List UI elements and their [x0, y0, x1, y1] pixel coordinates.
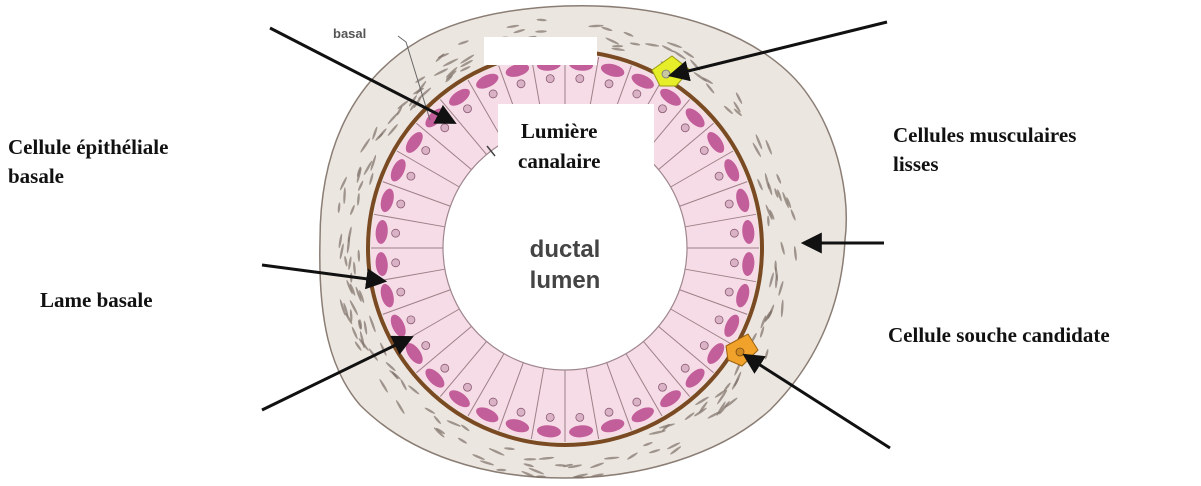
cell-nucleus	[407, 316, 415, 324]
label-epithelial-basal-line2: basale	[8, 162, 168, 191]
cell-nucleus	[397, 288, 405, 296]
muscle-cell-nucleus	[662, 70, 670, 78]
cell-nucleus	[441, 364, 449, 372]
cell-nucleus	[730, 229, 738, 237]
cell-nucleus	[715, 172, 723, 180]
cell-nucleus	[605, 80, 613, 88]
cell-nucleus	[659, 383, 667, 391]
cell-nucleus	[659, 105, 667, 113]
cell-nucleus	[700, 342, 708, 350]
cell-nucleus	[463, 383, 471, 391]
cell-nucleus	[489, 90, 497, 98]
ductal-text: ductal	[530, 236, 601, 263]
label-smooth-muscle: Cellules musculaires lisses	[893, 121, 1076, 179]
label-lumiere-line1: Lumière	[518, 116, 600, 146]
label-lumiere-line2: canalaire	[518, 146, 600, 176]
cell-nucleus	[422, 342, 430, 350]
cell-nucleus	[463, 105, 471, 113]
lumen-text: lumen	[530, 267, 601, 294]
cell-nucleus	[725, 288, 733, 296]
cell-nucleus	[700, 146, 708, 154]
cell-nucleus	[546, 413, 554, 421]
cell-nucleus	[392, 229, 400, 237]
cell-nucleus	[392, 259, 400, 267]
cell-nucleus	[576, 75, 584, 83]
white-patch	[484, 37, 597, 65]
cell-nucleus	[546, 75, 554, 83]
label-lumiere-canalaire: Lumière canalaire	[518, 116, 600, 176]
cell-nucleus	[397, 200, 405, 208]
cell-nucleus	[441, 124, 449, 132]
cell-nucleus	[730, 259, 738, 267]
cell-nucleus	[576, 413, 584, 421]
cell-nucleus	[681, 124, 689, 132]
stem-cell-nucleus	[736, 348, 744, 356]
cell-nucleus	[725, 200, 733, 208]
cell-nucleus	[605, 408, 613, 416]
cell-nucleus	[715, 316, 723, 324]
label-smooth-muscle-line2: lisses	[893, 150, 1076, 179]
label-smooth-muscle-line1: Cellules musculaires	[893, 121, 1076, 150]
cell-nucleus	[681, 364, 689, 372]
cell-nucleus	[633, 398, 641, 406]
basal-text: basal	[333, 26, 366, 41]
cell-nucleus	[517, 408, 525, 416]
label-stem-cell: Cellule souche candidate	[888, 321, 1110, 350]
cell-nucleus	[517, 80, 525, 88]
cell-nucleus	[489, 398, 497, 406]
label-lame-basale: Lame basale	[40, 286, 153, 315]
cell-nucleus	[407, 172, 415, 180]
cell-nucleus	[633, 90, 641, 98]
label-epithelial-basal-line1: Cellule épithéliale	[8, 133, 168, 162]
label-epithelial-basal: Cellule épithéliale basale	[8, 133, 168, 191]
cell-nucleus	[422, 146, 430, 154]
